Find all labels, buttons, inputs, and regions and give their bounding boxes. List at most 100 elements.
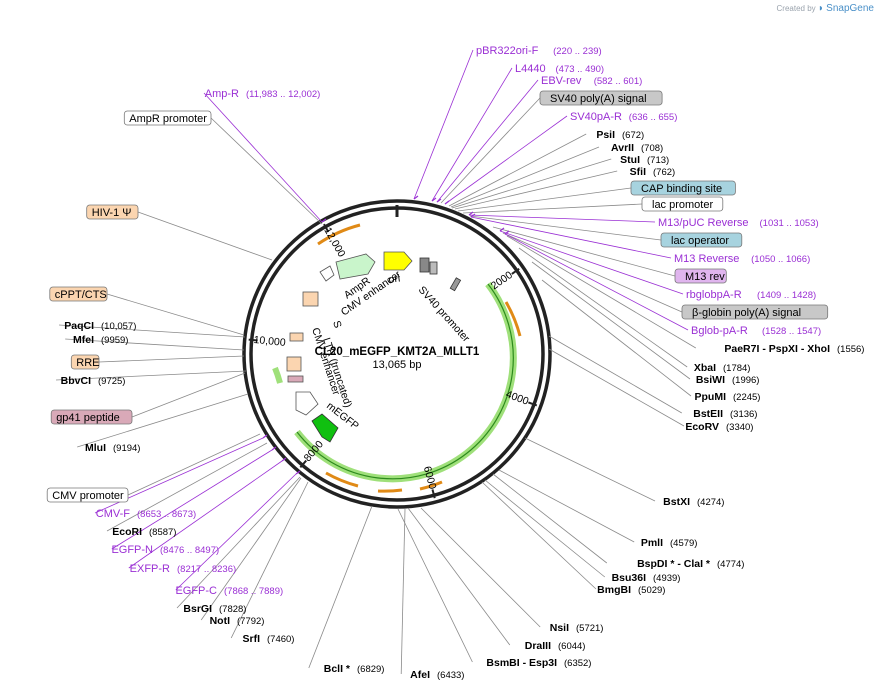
label-pmli[interactable]: PmlI(4579) bbox=[641, 537, 698, 549]
label-cppt-cts[interactable]: cPPT/CTS bbox=[49, 286, 108, 302]
feature-name: BmgBI bbox=[597, 584, 631, 596]
feature-position: (1409 .. 1428) bbox=[757, 290, 816, 301]
label-mlui[interactable]: MluI(9194) bbox=[85, 442, 140, 454]
feature-position: (8653 .. 8673) bbox=[137, 509, 196, 520]
label-hiv-1[interactable]: HIV-1 Ψ bbox=[86, 204, 139, 220]
box-label-bg bbox=[630, 180, 736, 196]
label-sv40-poly-a-signal[interactable]: SV40 poly(A) signal bbox=[539, 90, 663, 106]
label-bsmbi-esp3i[interactable]: BsmBI - Esp3I(6352) bbox=[486, 657, 591, 669]
feature-name: EcoRI bbox=[112, 526, 142, 538]
feature-position: (1556) bbox=[837, 344, 864, 355]
label-noti[interactable]: NotI(7792) bbox=[210, 615, 265, 627]
label-bstxi[interactable]: BstXI(4274) bbox=[663, 496, 724, 508]
label-m13-reverse[interactable]: M13 Reverse(1050 .. 1066) bbox=[674, 253, 810, 265]
leader-line bbox=[440, 97, 541, 204]
leader-line bbox=[492, 226, 676, 277]
leader-line bbox=[397, 508, 473, 663]
leader-line bbox=[65, 338, 245, 351]
feature-name: PaeR7I - PspXI - XhoI bbox=[724, 343, 830, 355]
label-bmgbi[interactable]: BmgBI(5029) bbox=[597, 584, 665, 596]
label-exfp-r[interactable]: EXFP-R(8217 .. 8236) bbox=[130, 563, 237, 575]
label-ecorv[interactable]: EcoRV(3340) bbox=[685, 421, 753, 433]
label-draiii[interactable]: DraIII(6044) bbox=[525, 640, 586, 652]
primer-arrow-icon bbox=[295, 470, 301, 475]
label-bsiwi[interactable]: BsiWI(1996) bbox=[696, 374, 760, 386]
primer-arrow-icon bbox=[436, 198, 442, 203]
orf-arrows bbox=[317, 223, 522, 493]
label-ebv-rev[interactable]: EBV-rev(582 .. 601) bbox=[541, 75, 642, 87]
label-ppumi[interactable]: PpuMI(2245) bbox=[695, 391, 761, 403]
label-bsu36i[interactable]: Bsu36I(4939) bbox=[612, 572, 681, 584]
feature-name: MluI bbox=[85, 442, 106, 454]
label-m13-puc-reverse[interactable]: M13/pUC Reverse(1031 .. 1053) bbox=[658, 217, 819, 229]
scale-tick-mark bbox=[511, 267, 520, 275]
box-label-bg bbox=[49, 286, 108, 302]
label-cmv-f[interactable]: CMV-F (8653 .. 8673) bbox=[96, 508, 196, 520]
label-bbvci[interactable]: BbvCI(9725) bbox=[61, 375, 126, 387]
label-rbglobpa-r[interactable]: rbglobpA-R(1409 .. 1428) bbox=[686, 289, 816, 301]
feature-position: (10,057) bbox=[101, 321, 136, 332]
scale-tick-label: 6000 bbox=[421, 465, 439, 491]
label-cap-binding-site[interactable]: CAP binding site bbox=[630, 180, 736, 196]
primer-arrow-icon bbox=[504, 230, 510, 235]
feature-position: (4274) bbox=[697, 497, 724, 508]
label-bcli[interactable]: BclI *(6829) bbox=[324, 663, 385, 675]
feature-name: AfeI bbox=[410, 669, 430, 681]
leader-line bbox=[499, 230, 684, 295]
label-bsrgi[interactable]: BsrGI(7828) bbox=[183, 603, 246, 615]
label-rre[interactable]: RRE bbox=[70, 354, 100, 370]
feature-position: (6352) bbox=[564, 658, 591, 669]
scale-tick-mark bbox=[528, 401, 538, 407]
label-bglob-pa-r[interactable]: Bglob-pA-R(1528 .. 1547) bbox=[691, 325, 821, 337]
label-bspdi-clai[interactable]: BspDI * - ClaI *(4774) bbox=[637, 558, 744, 570]
box-label-text: SV40 poly(A) signal bbox=[550, 93, 647, 105]
label-afei[interactable]: AfeI(6433) bbox=[410, 669, 464, 681]
leader-line bbox=[492, 473, 608, 564]
label-paqci[interactable]: PaqCI(10,057) bbox=[64, 320, 136, 332]
label-ampr-promoter[interactable]: AmpR promoter bbox=[123, 110, 212, 126]
leader-line bbox=[541, 279, 692, 397]
label-ecori[interactable]: EcoRI(8587) bbox=[112, 526, 176, 538]
feature-name: M13/pUC Reverse bbox=[658, 217, 748, 229]
feature-position: (6829) bbox=[357, 664, 384, 675]
label-mfei[interactable]: MfeI(9959) bbox=[73, 334, 128, 346]
label-l4440[interactable]: L4440(473 .. 490) bbox=[515, 63, 604, 75]
label-bsteii[interactable]: BstEII(3136) bbox=[693, 408, 757, 420]
backbone-outer-circle bbox=[242, 199, 552, 509]
label-nsii[interactable]: NsiI(5721) bbox=[550, 622, 604, 634]
label-lac-promoter[interactable]: lac promoter bbox=[641, 196, 724, 212]
label-cmv-promoter[interactable]: CMV promoter bbox=[46, 487, 129, 503]
box-label-bg bbox=[50, 409, 133, 425]
label-psii[interactable]: PsiI(672) bbox=[596, 129, 644, 141]
feature-name: CMV-F bbox=[96, 508, 131, 520]
feature-name: PsiI bbox=[596, 129, 615, 141]
label-sv40pa-r[interactable]: SV40pA-R(636 .. 655) bbox=[570, 111, 677, 123]
label-paer7i-pspxi-xhoi[interactable]: PaeR7I - PspXI - XhoI (1556) bbox=[724, 343, 864, 355]
plasmid-size: 13,065 bp bbox=[373, 359, 422, 371]
feature-position: (708) bbox=[641, 143, 663, 154]
label-m13-rev[interactable]: M13 rev bbox=[674, 268, 727, 284]
label-pbr322ori-f[interactable]: pBR322ori-F(220 .. 239) bbox=[476, 45, 602, 57]
label-globin-poly-a-signal[interactable]: β-globin poly(A) signal bbox=[681, 304, 829, 320]
feature-position: (1050 .. 1066) bbox=[751, 254, 810, 265]
feature-name: SV40pA-R bbox=[570, 111, 622, 123]
feature-name: PpuMI bbox=[695, 391, 727, 403]
label-amp-r[interactable]: Amp-R(11,983 .. 12,002) bbox=[205, 88, 321, 100]
label-gp41-peptide[interactable]: gp41 peptide bbox=[50, 409, 133, 425]
feature-position: (1784) bbox=[723, 363, 750, 374]
label-xbai[interactable]: XbaI(1784) bbox=[694, 362, 751, 374]
box-label-text: HIV-1 Ψ bbox=[92, 207, 132, 219]
label-egfp-n[interactable]: EGFP-N(8476 .. 8497) bbox=[111, 544, 219, 556]
leader-line bbox=[176, 476, 301, 609]
primer-arrow-icon bbox=[321, 218, 327, 223]
label-stui[interactable]: StuI(713) bbox=[620, 154, 669, 166]
label-avrii[interactable]: AvrII(708) bbox=[611, 142, 663, 154]
label-lac-operator[interactable]: lac operator bbox=[660, 232, 743, 248]
feature-position: (713) bbox=[647, 155, 669, 166]
label-egfp-c[interactable]: EGFP-C(7868 .. 7889) bbox=[175, 585, 283, 597]
feature-position: (473 .. 490) bbox=[556, 64, 605, 75]
label-sfii[interactable]: SfiI(762) bbox=[630, 166, 676, 178]
leader-line bbox=[111, 449, 273, 550]
label-srfi[interactable]: SrfI(7460) bbox=[242, 633, 294, 645]
leader-line bbox=[128, 460, 283, 569]
